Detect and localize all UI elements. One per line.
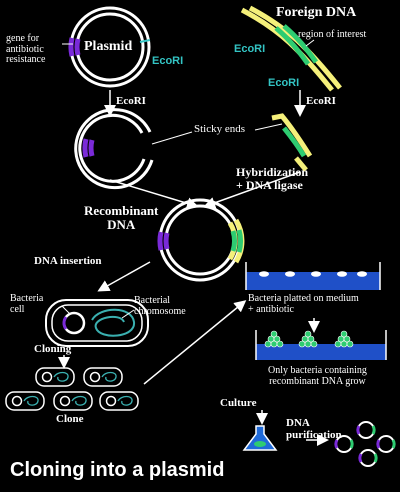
plating-arrow — [143, 300, 247, 385]
cut-plasmid — [74, 108, 154, 190]
region-of-interest-label: region of interest — [298, 29, 367, 40]
ecori-step-label-right: EcoRI — [306, 95, 336, 107]
dna-purification-line: purification — [286, 428, 342, 441]
bacteria-cell-line: Bacteria — [10, 293, 44, 304]
recombinant-dna-label: Recombinant DNA — [84, 204, 158, 231]
agar-plate-selected — [255, 330, 387, 360]
gene-label-line: antibiotic — [6, 43, 44, 55]
culture-flask — [242, 425, 278, 451]
agar-plate-all — [245, 262, 381, 290]
clone-label: Clone — [56, 413, 84, 425]
sticky-pointer-right — [254, 123, 283, 131]
only-bacteria-line: recombinant DNA grow — [269, 375, 366, 387]
foreign-dna-strand — [240, 5, 342, 92]
cloning-label: Cloning — [34, 343, 72, 355]
sticky-pointer-left — [151, 131, 193, 145]
chromosome-line: chromosome — [134, 305, 186, 317]
gene-label-line: resistance — [6, 54, 46, 65]
ecori-step-label-left: EcoRI — [116, 95, 146, 107]
dna-purification-label: DNA purification — [286, 417, 342, 441]
purified-plasmids — [334, 421, 396, 467]
merge-arrow-left — [109, 179, 199, 210]
bacteria-cell-line: cell — [10, 303, 25, 315]
culture-label: Culture — [220, 397, 257, 409]
plated-line: Bacteria platted on medium — [248, 293, 359, 304]
recombinant-plasmid — [157, 198, 245, 282]
plated-label: Bacteria platted on medium + antibiotic — [248, 293, 359, 315]
bacteria-cell-label: Bacteria cell — [10, 293, 44, 315]
only-bacteria-line: Only bacteria containing — [268, 365, 367, 376]
plated-line: + antibiotic — [248, 303, 294, 315]
recombinant-line: Recombinant — [84, 203, 159, 218]
diagram-title: Cloning into a plasmid — [10, 459, 225, 481]
foreign-dna-label: Foreign DNA — [276, 5, 357, 20]
hybridization-label: Hybridization + DNA ligase — [236, 166, 308, 191]
gene-label-line: gene for — [6, 33, 40, 44]
ecori-label-foreign-2: EcoRI — [268, 77, 300, 89]
gene-label: gene for antibiotic resistance — [6, 33, 46, 66]
hybridization-line: Hybridization — [236, 165, 309, 179]
recombinant-line: DNA — [107, 216, 136, 232]
clone-cells — [5, 367, 139, 411]
dna-insertion-label: DNA insertion — [34, 255, 102, 267]
dna-purification-line: DNA — [286, 417, 310, 429]
bacteria-cell — [45, 299, 149, 347]
sticky-ends-label: Sticky ends — [194, 123, 246, 135]
ecori-label-foreign-1: EcoRI — [234, 43, 266, 55]
insert-fragment — [271, 113, 313, 172]
plasmid-ring — [68, 6, 151, 88]
hybridization-line: + DNA ligase — [236, 177, 303, 192]
merge-arrow-right — [203, 171, 301, 209]
chromosome-line: Bacterial — [134, 295, 171, 306]
only-bacteria-label: Only bacteria containing recombinant DNA… — [268, 365, 367, 387]
plasmid-label: Plasmid — [84, 39, 133, 54]
bacterial-chromosome-label: Bacterial chromosome — [134, 295, 186, 317]
insertion-arrow — [97, 261, 151, 292]
ecori-label-plasmid: EcoRI — [152, 55, 184, 67]
